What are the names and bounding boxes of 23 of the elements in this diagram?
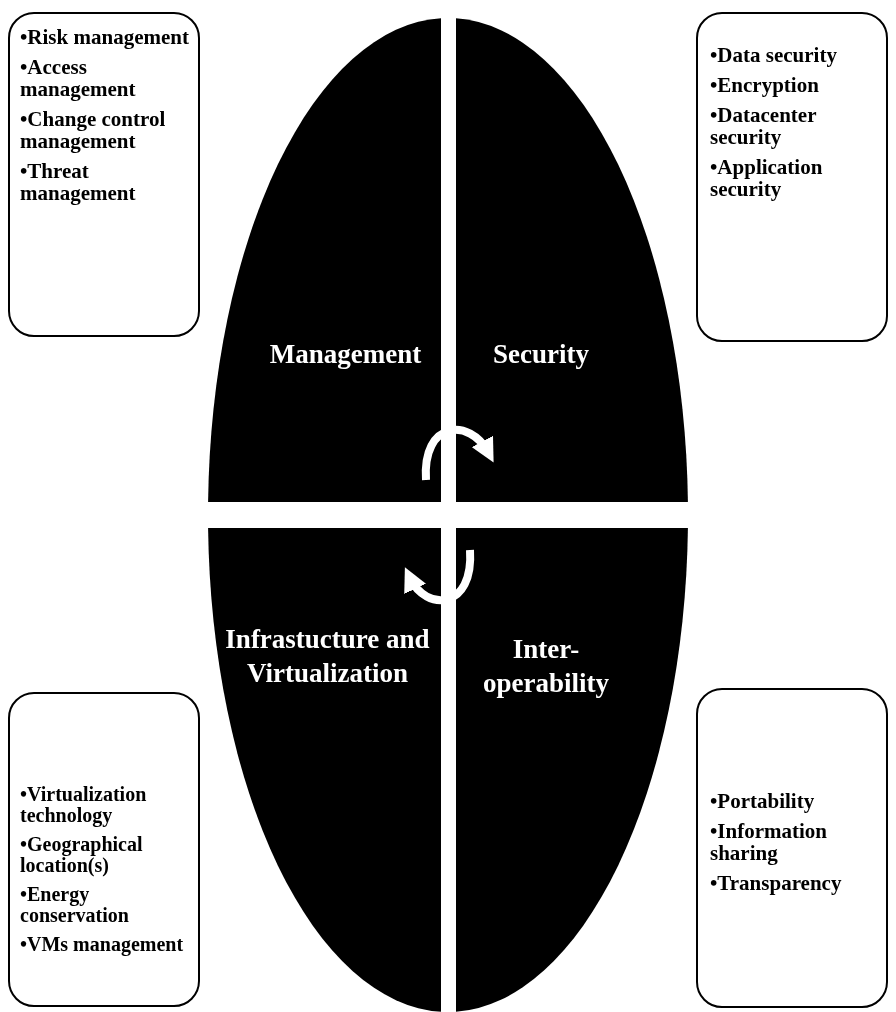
segment-label: Infrastucture and Virtualization [224,623,431,690]
list-item: •Transparency [710,872,843,895]
list-item: •Datacenter security [710,104,818,149]
list-item: •Energy conservation [20,884,130,926]
segment-label: Management [268,338,423,371]
list-item: •Access management [20,56,137,101]
list-item: •Virtualization technology [20,784,148,826]
list-item: •VMs management [20,934,185,955]
list-card [8,692,200,1007]
list-item: •Threat management [20,160,137,205]
list-card [696,12,888,342]
list-item: •Risk management [20,26,190,49]
list-card [696,688,888,1008]
list-item: •Portability [710,790,816,813]
list-item: •Geographical location(s) [20,834,144,876]
list-item: •Information sharing [710,820,829,865]
segment-label: Security [492,338,590,371]
list-item: •Encryption [710,74,820,97]
list-card [8,12,200,337]
list-item: •Application security [710,156,824,201]
list-item: •Data security [710,44,838,67]
segment-label: Inter- operability [482,633,610,700]
list-item: •Change control management [20,108,167,153]
